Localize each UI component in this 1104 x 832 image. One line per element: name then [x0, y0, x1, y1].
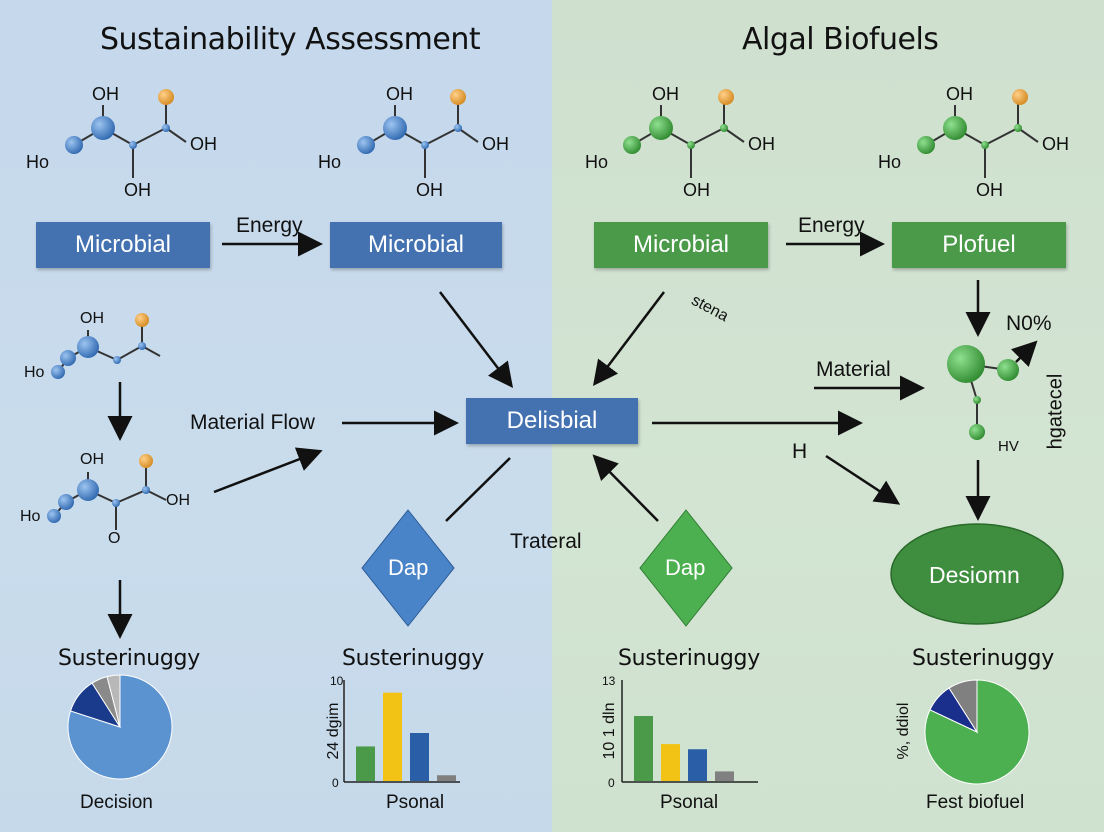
desiomn-ellipse — [890, 523, 1064, 625]
pie-right-heading: Susterinuggy — [912, 646, 1054, 671]
h-label: H — [792, 440, 808, 463]
bar-right-xlabel: Psonal — [660, 792, 719, 813]
bar-chart-left — [343, 680, 460, 783]
ho-label: Ho — [20, 508, 41, 525]
material-flow-label: Material Flow — [190, 411, 315, 434]
molecule-2 — [357, 89, 479, 178]
bar-right-ylabel: 10 1 dln — [601, 702, 618, 760]
bar-right-heading: Susterinuggy — [618, 646, 760, 671]
bar — [688, 749, 707, 781]
oh-label: OH — [652, 84, 679, 104]
bar-left-ytop: 10 — [330, 674, 344, 688]
pie-chart-right — [924, 679, 1030, 785]
pie-slice — [924, 679, 1030, 785]
pie-slice — [106, 674, 121, 728]
oh-label: OH — [92, 84, 119, 104]
decision-diamond-left — [361, 509, 455, 627]
oh-label: OH — [946, 84, 973, 104]
oh-label: OH — [482, 134, 509, 154]
trateral-label: Trateral — [510, 530, 582, 553]
pie-chart-left — [67, 674, 173, 780]
oh-label: OH — [386, 84, 413, 104]
bar — [383, 692, 402, 781]
bar — [356, 746, 375, 781]
molecule-1 — [65, 89, 187, 178]
bar — [634, 716, 653, 781]
title-algal-biofuels: Algal Biofuels — [742, 22, 939, 57]
energy-label-right: Energy — [798, 214, 865, 237]
bar-left-ybottom: 0 — [332, 776, 339, 790]
ho-label: Ho — [585, 152, 609, 172]
bar-left-ylabel: 24 dgim — [325, 702, 342, 760]
molecule-4 — [917, 89, 1039, 178]
plofuel-box: Plofuel — [892, 222, 1066, 268]
dap-label-left: Dap — [388, 555, 429, 580]
dap-label-right: Dap — [665, 555, 706, 580]
oh-label: OH — [190, 134, 217, 154]
delisbial-box: Delisbial — [466, 398, 638, 444]
oh-label: OH — [124, 180, 151, 200]
hv-label: HV — [998, 438, 1019, 455]
molecule-7 — [947, 345, 1019, 440]
microbial-box-2: Microbial — [330, 222, 502, 268]
molecule-6 — [47, 454, 167, 530]
bar — [715, 771, 734, 781]
bar-left-xlabel: Psonal — [386, 792, 445, 813]
ho-label: Ho — [878, 152, 902, 172]
bar-right-ybottom: 0 — [608, 776, 615, 790]
material-label: Material — [816, 358, 891, 381]
oh-label: OH — [416, 180, 443, 200]
ho-label: Ho — [318, 152, 342, 172]
energy-label-left: Energy — [236, 214, 303, 237]
bar-left-heading: Susterinuggy — [342, 646, 484, 671]
ho-label: Ho — [24, 364, 45, 381]
pie-left-caption: Decision — [80, 792, 153, 813]
oh-label: OH — [748, 134, 775, 154]
oh-label: OH — [166, 492, 190, 509]
oh-label: OH — [80, 451, 104, 468]
title-sustainability-assessment: Sustainability Assessment — [100, 22, 481, 57]
oh-label: OH — [976, 180, 1003, 200]
n0pct-label: N0% — [1006, 312, 1052, 335]
pie-slice — [948, 679, 978, 734]
oh-label: OH — [683, 180, 710, 200]
bar — [437, 775, 456, 781]
decision-diamond-right — [639, 509, 733, 627]
molecule-5 — [51, 313, 161, 379]
flow-arrows — [107, 231, 1038, 639]
bar — [410, 733, 429, 781]
bar-right-ytop: 13 — [602, 674, 616, 688]
microbial-box-1: Microbial — [36, 222, 210, 268]
desiomn-label: Desiomn — [929, 562, 1020, 588]
oh-label: OH — [1042, 134, 1069, 154]
microbial-box-3: Microbial — [594, 222, 768, 268]
molecule-3 — [623, 89, 745, 178]
pie-right-ylabel: %, ddiol — [895, 702, 912, 760]
ho-label: Ho — [26, 152, 50, 172]
o-label: O — [108, 530, 121, 547]
bar-chart-right — [621, 680, 758, 783]
bar — [661, 744, 680, 781]
pie-left-heading: Susterinuggy — [58, 646, 200, 671]
oh-label: OH — [80, 310, 104, 327]
pie-right-caption: Fest biofuel — [926, 792, 1025, 813]
